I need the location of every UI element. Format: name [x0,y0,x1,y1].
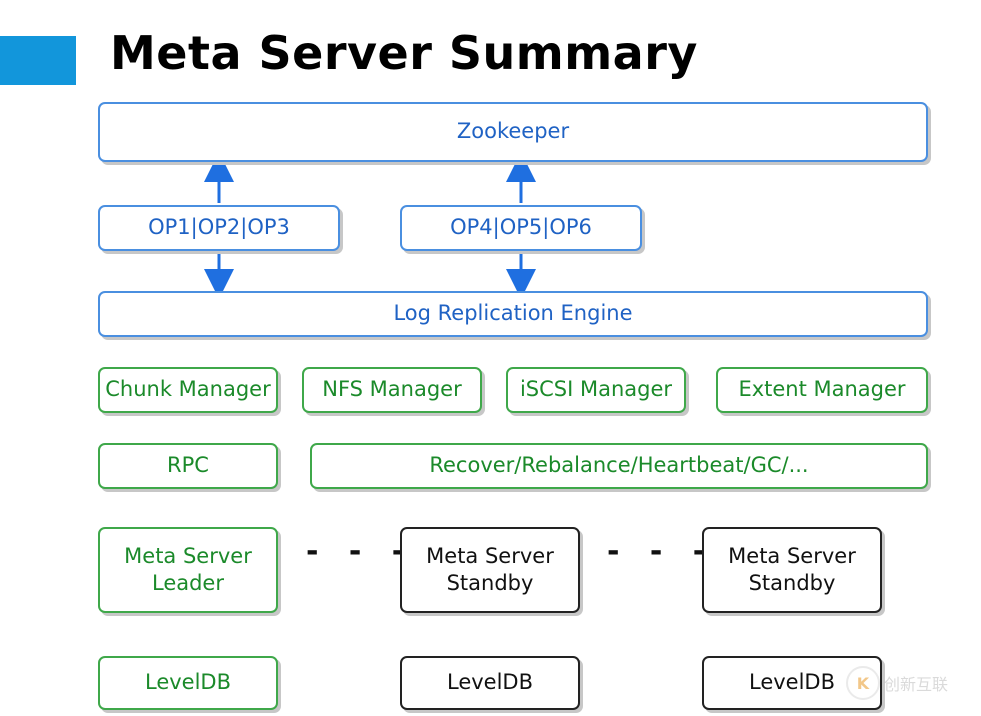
meta-server-standby-1-box: Meta Server Standby [400,527,580,613]
rpc-box: RPC [98,443,278,489]
meta-server-standby-1-line2: Standby [446,571,534,595]
services-box: Recover/Rebalance/Heartbeat/GC/... [310,443,928,489]
ellipsis-2: - - - [607,534,716,569]
leveldb-standby-1-box: LevelDB [400,656,580,710]
watermark-logo-icon: K [846,666,880,700]
meta-server-standby-1-line1: Meta Server [426,543,554,568]
meta-server-standby-2-line1: Meta Server [728,543,856,568]
op-group-2-box: OP4|OP5|OP6 [400,205,642,251]
meta-server-standby-2-box: Meta Server Standby [702,527,882,613]
meta-server-leader-line2: Leader [151,571,224,595]
nfs-manager-box: NFS Manager [302,367,482,413]
chunk-manager-box: Chunk Manager [98,367,278,413]
title-accent-bar [0,36,76,85]
watermark: K 创新互联 [846,666,948,700]
zookeeper-box: Zookeeper [98,102,928,162]
iscsi-manager-box: iSCSI Manager [506,367,686,413]
watermark-text: 创新互联 [884,675,949,694]
meta-server-leader-box: Meta Server Leader [98,527,278,613]
ellipsis-1: - - - [306,534,415,569]
meta-server-leader-line1: Meta Server [124,543,252,568]
op-group-1-box: OP1|OP2|OP3 [98,205,340,251]
slide-title: Meta Server Summary [110,26,698,80]
log-replication-engine-box: Log Replication Engine [98,291,928,337]
meta-server-standby-2-line2: Standby [748,571,836,595]
extent-manager-box: Extent Manager [716,367,928,413]
leveldb-leader-box: LevelDB [98,656,278,710]
